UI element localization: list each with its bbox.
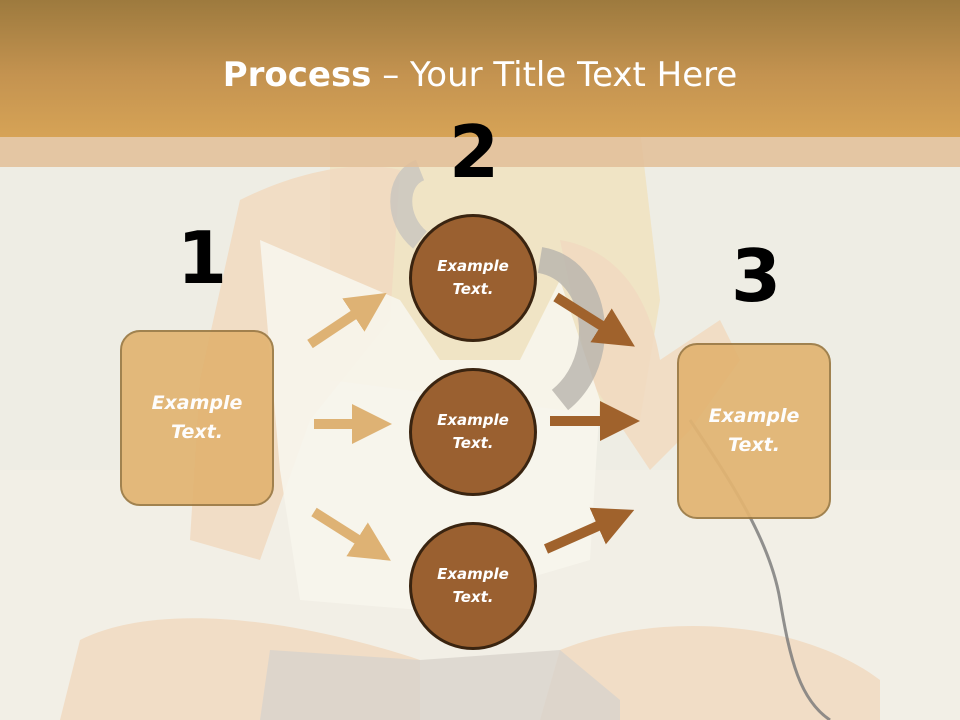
right-box-line2: Text. [728,434,780,456]
page-title-rest: – Your Title Text Here [371,55,738,95]
arrow-left-up [307,292,387,349]
left-text-box[interactable]: Example Text. [120,330,274,506]
circle-middle[interactable]: Example Text. [409,368,537,496]
circle-bottom-line2: Text. [452,588,494,606]
page-title-bold: Process [222,55,372,95]
circle-top-line2: Text. [452,280,494,298]
circle-middle-line1: Example [437,411,509,429]
circle-top[interactable]: Example Text. [409,214,537,342]
circle-middle-line2: Text. [452,434,494,452]
arrow-right-up [543,507,635,554]
page-title: Process – Your Title Text Here [0,54,960,96]
step-number-3: 3 [731,234,782,318]
right-text-box[interactable]: Example Text. [677,343,831,519]
left-box-line2: Text. [171,421,223,443]
arrow-left-down [311,507,391,561]
step-number-2: 2 [449,110,500,194]
title-bar-underlay [0,137,960,167]
right-box-line1: Example [708,405,800,427]
circle-bottom[interactable]: Example Text. [409,522,537,650]
circle-top-line1: Example [437,257,509,275]
circle-bottom-line1: Example [437,565,509,583]
step-number-1: 1 [177,216,228,300]
arrow-right-down [553,292,635,347]
left-box-line1: Example [151,392,243,414]
title-bar [0,0,960,137]
